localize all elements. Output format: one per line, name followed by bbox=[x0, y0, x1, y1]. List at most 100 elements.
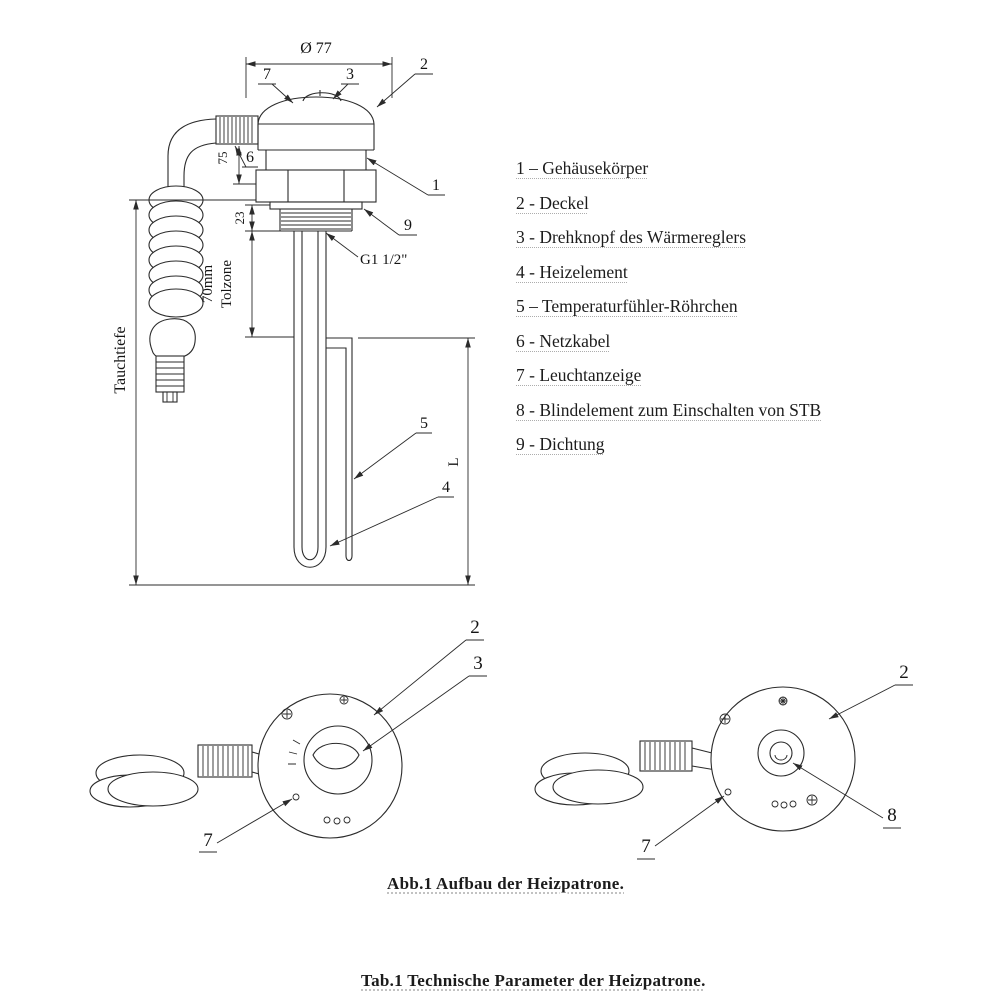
screw bbox=[339, 695, 349, 705]
vent-dot bbox=[789, 800, 797, 808]
screw bbox=[806, 794, 818, 806]
callout-cover-2-left: 2 bbox=[374, 617, 484, 715]
cable-gland-ribs bbox=[644, 742, 686, 770]
callout-cable-6: 6 bbox=[235, 146, 258, 168]
cable-gland bbox=[197, 744, 253, 778]
thread-sides bbox=[279, 209, 353, 232]
legend-item-1: 1 – Gehäusekörper bbox=[516, 158, 649, 178]
dim-thread-length: 23 bbox=[232, 204, 280, 232]
legend-item-7: 7 - Leuchtanzeige bbox=[516, 365, 642, 385]
leader-line bbox=[235, 146, 258, 168]
vent-dot bbox=[771, 800, 779, 808]
callout-number: 3 bbox=[346, 66, 354, 83]
front-view-left: 2 3 7 bbox=[89, 617, 487, 853]
callout-indicator-7-right: 7 bbox=[637, 796, 724, 860]
sensor-tube bbox=[326, 337, 353, 562]
legend-item-8: 8 - Blindelement zum Einschalten von STB bbox=[516, 399, 822, 420]
callout-number: 2 bbox=[899, 662, 909, 683]
vent-dot bbox=[343, 816, 351, 824]
hex-nut-facets bbox=[287, 170, 345, 202]
callout-sensor-5: 5 bbox=[354, 415, 432, 479]
thread-size-callout: G1 1/2" bbox=[325, 232, 407, 268]
dim-23-label: 23 bbox=[232, 212, 247, 225]
leader-line bbox=[330, 496, 454, 546]
legend-item-6: 6 - Netzkabel bbox=[516, 330, 611, 351]
callout-element-4: 4 bbox=[330, 479, 454, 546]
callout-body-1: 1 bbox=[367, 158, 445, 196]
callout-number: 3 bbox=[473, 653, 483, 674]
plug-tip bbox=[162, 391, 178, 403]
leader-line bbox=[829, 684, 913, 719]
cable-gland-ribs bbox=[219, 117, 253, 143]
cable-loop bbox=[107, 771, 199, 807]
leader-line bbox=[333, 83, 359, 99]
callout-number: 9 bbox=[404, 217, 412, 234]
main-side-view: Ø 77 75 23 70mm Tolzone Tauchtiefe bbox=[112, 40, 475, 586]
parts-legend: 1 – Gehäusekörper 2 - Deckel 3 - Drehkno… bbox=[516, 151, 946, 462]
knob-ticks bbox=[288, 739, 301, 765]
legend-item-4: 4 - Heizelement bbox=[516, 261, 628, 282]
thermostat-knob bbox=[302, 90, 342, 102]
folded-cable bbox=[89, 754, 199, 808]
dim-immersion-depth: Tauchtiefe bbox=[112, 199, 475, 586]
callout-number: 4 bbox=[442, 479, 450, 496]
thread-hatch bbox=[281, 212, 351, 230]
leader-line bbox=[363, 675, 487, 751]
leader-line bbox=[637, 796, 724, 860]
screw-slots bbox=[341, 697, 347, 703]
folded-cable bbox=[534, 752, 644, 806]
callout-number: 7 bbox=[641, 836, 651, 857]
cable-elbow bbox=[167, 118, 217, 198]
legend-item-5: 5 – Temperaturfühler-Röhrchen bbox=[516, 296, 738, 316]
dim-diameter: Ø 77 bbox=[245, 40, 393, 98]
dim-L-label: L bbox=[446, 457, 462, 466]
dim-ext-lines bbox=[129, 199, 475, 586]
screw bbox=[281, 708, 293, 720]
callout-number: 5 bbox=[420, 415, 428, 432]
dim-element-length: L bbox=[358, 337, 475, 585]
callout-cover-2: 2 bbox=[377, 56, 433, 107]
blind-element-inner bbox=[769, 741, 793, 765]
callout-number: 1 bbox=[432, 177, 440, 194]
callout-number: 2 bbox=[470, 617, 480, 638]
immersion-depth-label: Tauchtiefe bbox=[112, 326, 129, 393]
tolerance-value-label: 70mm bbox=[200, 265, 216, 304]
tolerance-zone-label: Tolzone bbox=[219, 260, 235, 308]
legend-item-9: 9 - Dichtung bbox=[516, 434, 605, 454]
plug-prongs bbox=[166, 392, 174, 402]
callout-number: 8 bbox=[887, 805, 897, 826]
table-caption: Tab.1 Technische Parameter der Heizpatro… bbox=[361, 971, 706, 990]
figure-caption: Abb.1 Aufbau der Heizpatrone. bbox=[387, 874, 625, 893]
leader-line bbox=[364, 209, 417, 236]
cable-gland-ribs bbox=[202, 746, 249, 776]
leader-line bbox=[354, 432, 432, 479]
coiled-cable bbox=[148, 185, 204, 318]
screw-slots bbox=[721, 715, 729, 723]
coil-loop bbox=[148, 288, 204, 318]
callout-indicator-7: 7 bbox=[258, 66, 293, 103]
heating-element-tubes bbox=[293, 231, 327, 547]
dim-75-label: 75 bbox=[215, 152, 230, 165]
dim-diameter-label: Ø 77 bbox=[300, 40, 332, 57]
callout-number: 2 bbox=[420, 56, 428, 73]
power-plug bbox=[149, 318, 196, 403]
heating-element-ubend bbox=[293, 546, 327, 568]
callout-cover-2-right: 2 bbox=[829, 662, 913, 719]
vent-dot bbox=[323, 816, 331, 824]
housing-neck bbox=[265, 150, 367, 170]
seal-gasket bbox=[269, 201, 363, 210]
thread-size-label: G1 1/2" bbox=[360, 252, 407, 268]
callout-knob-3: 3 bbox=[333, 66, 359, 99]
plug-head bbox=[149, 318, 196, 359]
screw-slots bbox=[808, 796, 816, 804]
cover-band bbox=[257, 124, 375, 151]
leader-line bbox=[374, 639, 484, 715]
cable-gland bbox=[639, 740, 693, 772]
front-view-right: 2 8 7 bbox=[534, 662, 913, 860]
hex-nut bbox=[255, 169, 377, 203]
leader-line bbox=[325, 232, 359, 258]
screw-slots bbox=[283, 710, 291, 718]
screw-star-spokes bbox=[779, 697, 787, 705]
